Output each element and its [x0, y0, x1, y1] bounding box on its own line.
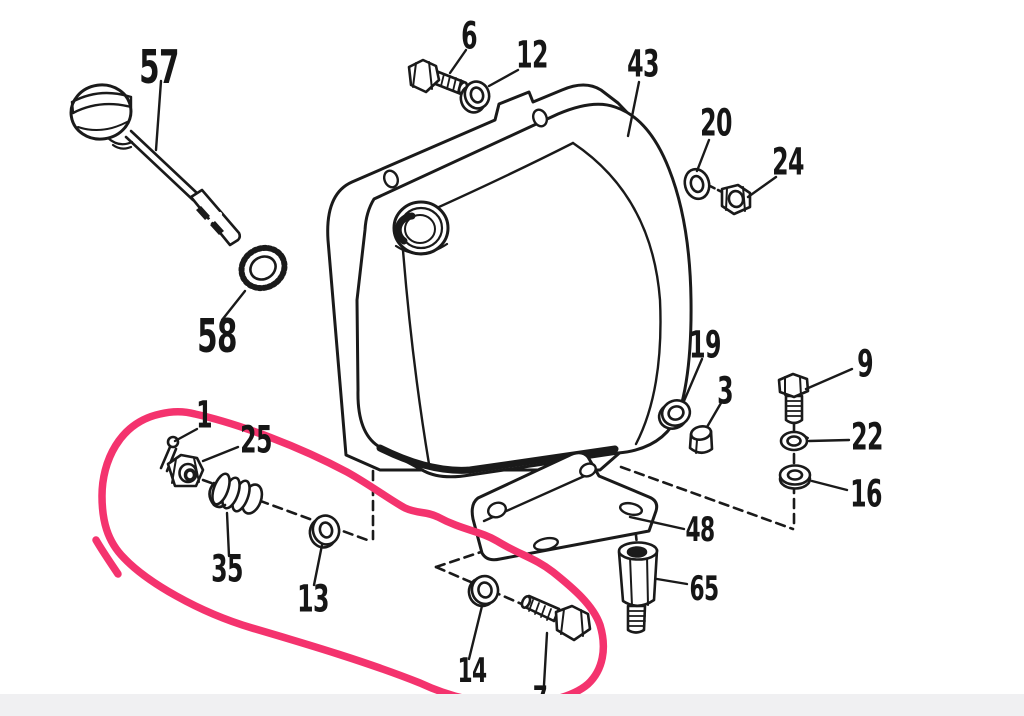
part-20-lock-washer — [683, 167, 711, 201]
part-6-bolt — [407, 58, 469, 96]
callout-6: 6 — [461, 14, 477, 58]
callout-9: 9 — [857, 342, 873, 386]
part-19-washer — [657, 399, 692, 430]
part-24-nut — [720, 183, 752, 216]
callout-65: 65 — [689, 569, 719, 609]
part-43-oil-tank — [326, 83, 693, 479]
callout-22: 22 — [851, 415, 883, 459]
callout-16: 16 — [850, 472, 882, 516]
part-9-bolt — [777, 372, 810, 425]
part-14-washer — [467, 574, 500, 608]
callout-14: 14 — [457, 651, 487, 691]
part-13-washer — [308, 514, 341, 549]
filler-neck — [392, 200, 450, 256]
callout-1: 1 — [196, 393, 212, 437]
callout-13: 13 — [297, 577, 329, 621]
footer-band — [0, 694, 1024, 716]
callout-57: 57 — [139, 40, 179, 94]
part-48-mounting-bracket — [470, 451, 659, 562]
callout-43: 43 — [627, 42, 659, 86]
leader-lines — [154, 48, 854, 687]
part-22-lock-washer — [779, 430, 809, 452]
callout-19: 19 — [689, 323, 721, 367]
part-12-washer — [459, 80, 491, 114]
part-16-washer — [778, 464, 812, 490]
callout-25: 25 — [240, 418, 272, 462]
callout-12: 12 — [516, 33, 548, 77]
callout-24: 24 — [772, 140, 804, 184]
part-57-dipstick — [69, 83, 242, 247]
part-58-gasket-ring — [238, 244, 288, 292]
part-65-hex-spacer — [617, 541, 659, 634]
callout-35: 35 — [211, 547, 243, 591]
callout-3: 3 — [717, 369, 733, 413]
part-7-bolt — [520, 594, 592, 642]
part-25-nut — [166, 453, 205, 488]
part-35-spring — [208, 472, 264, 515]
callout-58: 58 — [197, 309, 237, 363]
callout-48: 48 — [685, 510, 715, 550]
part-3-nut — [688, 425, 714, 455]
callout-20: 20 — [700, 101, 732, 145]
